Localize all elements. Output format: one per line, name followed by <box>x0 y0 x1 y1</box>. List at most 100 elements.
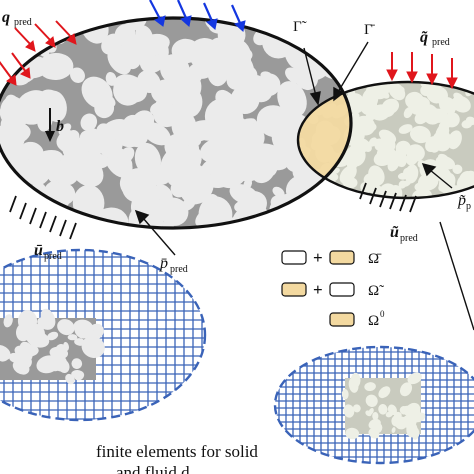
grain <box>320 188 333 198</box>
label-q-pred-right-sub: pred <box>432 37 450 48</box>
grain <box>451 95 471 113</box>
grain <box>344 177 358 189</box>
grain <box>423 107 443 125</box>
caption: finite elements for solid and fluid d <box>96 442 258 474</box>
grain <box>437 127 446 136</box>
grain <box>437 153 449 162</box>
grain <box>5 27 16 43</box>
grain <box>406 144 425 162</box>
grain <box>137 70 161 94</box>
grain <box>343 404 355 418</box>
grain <box>40 308 56 329</box>
grain <box>25 330 50 348</box>
grain <box>127 55 141 70</box>
grain <box>82 128 104 153</box>
grain <box>56 56 70 72</box>
grain <box>53 183 76 205</box>
label-u-pred-right-sub: pred <box>400 233 418 244</box>
grain <box>47 331 59 341</box>
mesh-left-inset <box>0 308 105 385</box>
red-arrow <box>55 20 77 45</box>
grain <box>272 186 285 198</box>
grain <box>305 18 342 38</box>
grain <box>414 111 428 125</box>
grain <box>368 428 380 439</box>
grain <box>365 110 378 122</box>
grain <box>0 350 10 362</box>
mesh-right <box>273 345 474 465</box>
grain <box>409 125 431 144</box>
red-arrow <box>386 52 398 82</box>
grain <box>398 124 413 134</box>
grain <box>430 144 440 153</box>
grain <box>401 180 411 187</box>
label-u-pred-right: ũ <box>390 224 399 241</box>
grain <box>217 157 249 189</box>
grain <box>87 340 100 353</box>
grain <box>379 90 390 99</box>
red-arrow <box>0 61 17 86</box>
grain <box>394 86 405 97</box>
grain <box>321 24 351 54</box>
grain <box>173 145 202 179</box>
grain <box>74 320 92 339</box>
legend-omega-bar: Ω̄ <box>368 251 382 267</box>
label-p-pred-right-sub: p <box>466 201 471 212</box>
grain <box>221 101 244 126</box>
grain <box>285 67 304 84</box>
pointer-arrows <box>134 41 474 331</box>
red-arrow <box>446 58 458 90</box>
grain <box>461 119 473 129</box>
mesh-right-inset <box>341 372 426 440</box>
pointer-small-mesh <box>439 221 474 331</box>
grain <box>447 130 462 150</box>
label-q-pred-left-sub: pred <box>14 17 32 28</box>
legend: + Ω̄ + Ω̃ Ω 0 <box>281 248 385 329</box>
grain <box>117 30 145 65</box>
grain <box>452 164 463 175</box>
grain <box>115 82 133 99</box>
blue-arrow <box>202 2 218 30</box>
pointer-p-pred-left <box>134 209 176 256</box>
grain <box>57 319 75 336</box>
red-arrow <box>34 23 56 48</box>
grain <box>170 180 188 198</box>
grain <box>4 94 24 123</box>
red-load-arrows-right <box>386 52 458 90</box>
label-gamma-bar: Γ̄ <box>364 22 376 38</box>
grain <box>352 404 361 413</box>
grain <box>5 152 19 164</box>
grain <box>3 187 16 202</box>
grain <box>3 314 13 328</box>
grain <box>171 38 201 64</box>
grain <box>372 412 379 421</box>
grain <box>399 382 413 397</box>
grain <box>67 334 78 341</box>
grain <box>326 38 351 62</box>
grain <box>186 63 204 85</box>
grain <box>12 359 30 375</box>
grain <box>158 197 189 226</box>
legend-plus: + <box>313 280 323 299</box>
grain <box>443 181 451 191</box>
grain <box>65 373 75 385</box>
red-arrow <box>14 27 36 52</box>
grain <box>17 310 38 332</box>
label-u-pred-left-sub: pred <box>44 251 62 262</box>
red-arrow <box>426 54 438 86</box>
grain <box>350 372 361 388</box>
mesh-left <box>0 248 207 422</box>
grain <box>438 96 457 114</box>
grain <box>382 149 396 161</box>
red-arrow <box>406 52 418 84</box>
grain <box>361 140 372 152</box>
label-p-pred-left-sub: pred <box>170 264 188 275</box>
grain <box>405 415 416 425</box>
grain <box>180 88 203 118</box>
label-b: b <box>56 118 64 135</box>
grain <box>142 122 171 146</box>
grain <box>322 191 350 225</box>
grain <box>121 168 153 203</box>
pointer-p-pred-right <box>421 163 453 189</box>
pointer-gamma-tilde <box>303 47 321 106</box>
